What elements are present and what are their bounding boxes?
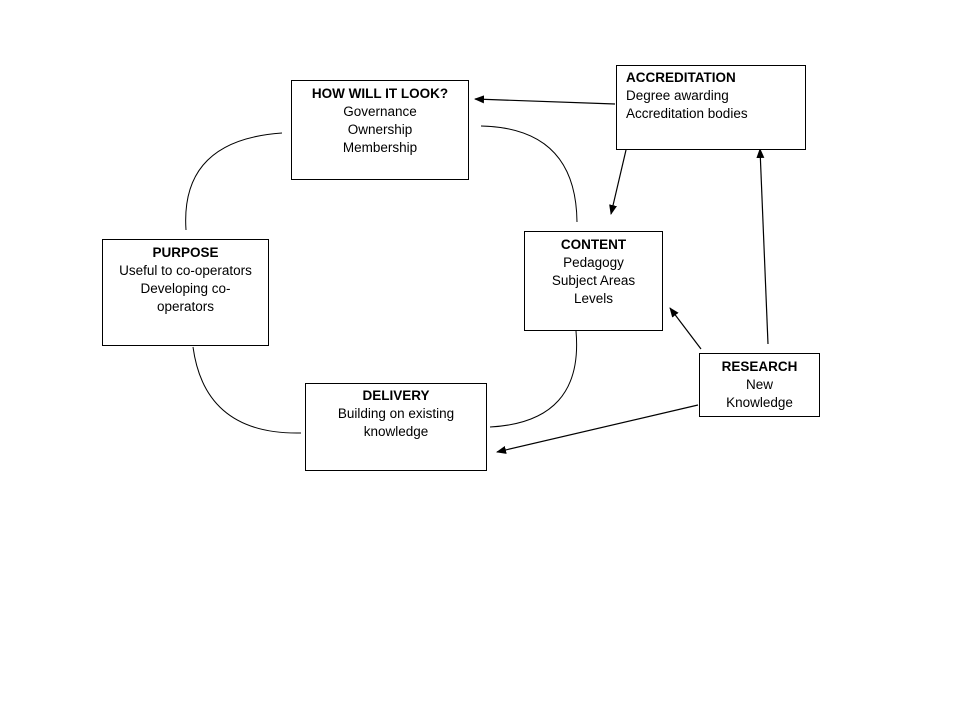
purpose-item: Useful to co-operators xyxy=(119,263,252,278)
arrow-research-to-accreditation xyxy=(756,148,769,345)
delivery-box: DELIVERY Building on existing knowledge xyxy=(305,383,487,471)
accreditation-title: ACCREDITATION xyxy=(626,70,736,85)
cycle-arc-how-to-content xyxy=(480,125,578,223)
arrow-research-to-content xyxy=(669,307,702,350)
purpose-title: PURPOSE xyxy=(152,245,219,260)
accreditation-item: Degree awarding xyxy=(626,88,729,103)
accreditation-item: Accreditation bodies xyxy=(626,106,748,121)
research-item: Knowledge xyxy=(726,395,793,410)
content-item: Subject Areas xyxy=(551,273,636,288)
research-box: RESEARCH New Knowledge xyxy=(699,353,820,417)
how-will-it-look-item: Governance xyxy=(343,104,417,119)
delivery-title: DELIVERY xyxy=(362,388,430,403)
arrow-accreditation-to-content xyxy=(609,149,627,215)
content-item: Pedagogy xyxy=(563,255,624,270)
purpose-item: Developing co- xyxy=(140,281,231,296)
how-will-it-look-title: HOW WILL IT LOOK? xyxy=(311,86,449,101)
cycle-arc-purpose-to-how xyxy=(185,132,283,231)
research-item: New xyxy=(745,377,773,392)
delivery-item: Building on existing xyxy=(337,406,455,421)
research-title: RESEARCH xyxy=(721,359,798,374)
cycle-arc-delivery-to-purpose xyxy=(192,346,302,434)
how-will-it-look-item: Ownership xyxy=(347,122,413,137)
purpose-item: operators xyxy=(156,299,215,314)
arrow-research-to-delivery xyxy=(496,404,699,454)
arrow-accreditation-to-how xyxy=(474,95,616,105)
purpose-box: PURPOSE Useful to co-operators Developin… xyxy=(102,239,269,346)
content-box: CONTENT Pedagogy Subject Areas Levels xyxy=(524,231,663,331)
how-will-it-look-item: Membership xyxy=(342,140,418,155)
accreditation-box: ACCREDITATION Degree awarding Accreditat… xyxy=(616,65,806,150)
content-title: CONTENT xyxy=(560,237,627,252)
cycle-arc-content-to-delivery xyxy=(489,330,578,428)
how-will-it-look-box: HOW WILL IT LOOK? Governance Ownership M… xyxy=(291,80,469,180)
content-item: Levels xyxy=(573,291,614,306)
delivery-item: knowledge xyxy=(363,424,429,439)
